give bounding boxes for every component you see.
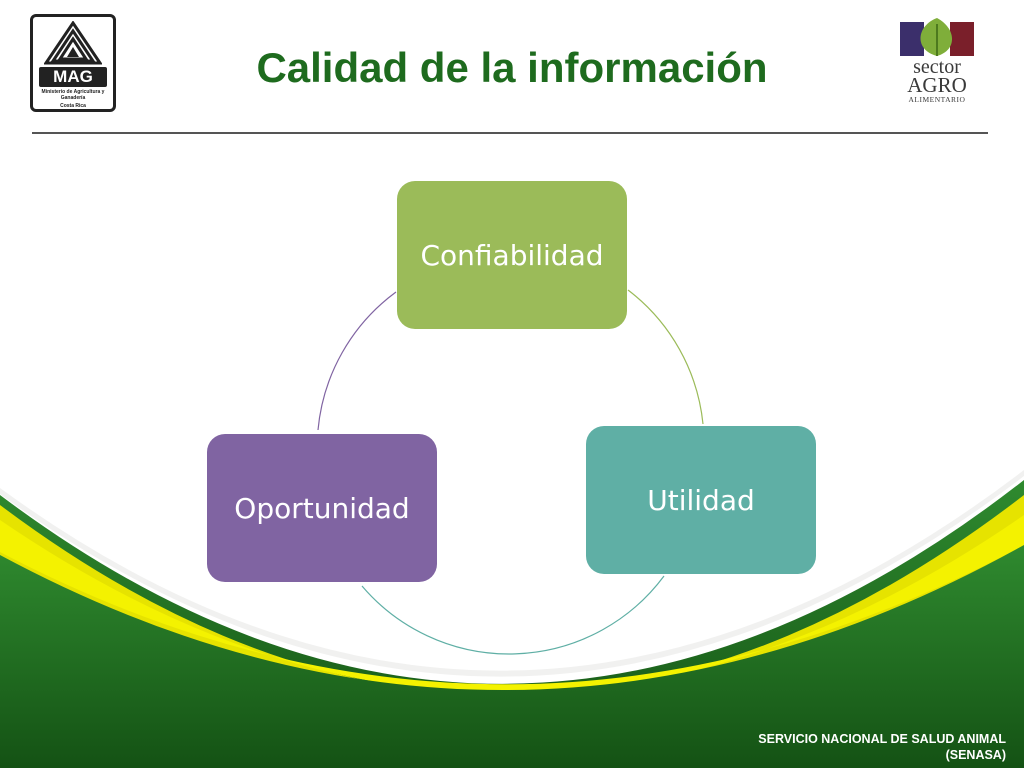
sector-agro-line-3: ALIMENTARIO <box>908 95 966 104</box>
mag-logo: MAG Ministerio de Agricultura y Ganaderí… <box>30 14 116 112</box>
node-oportunidad: Oportunidad <box>207 434 437 582</box>
slide-title: Calidad de la información <box>256 44 768 91</box>
node-utilidad: Utilidad <box>586 426 816 574</box>
connector-utilidad-oportunidad <box>361 575 665 655</box>
footer-line-1: SERVICIO NACIONAL DE SALUD ANIMAL <box>758 732 1006 746</box>
connector-confiabilidad-utilidad <box>627 289 704 425</box>
footer-organization: SERVICIO NACIONAL DE SALUD ANIMAL (SENAS… <box>758 731 1006 763</box>
connector-oportunidad-confiabilidad <box>317 291 397 431</box>
sector-agro-line-2: AGRO <box>907 73 967 97</box>
title-divider <box>32 132 988 134</box>
footer-line-2: (SENASA) <box>945 748 1006 762</box>
leaf-icon <box>900 18 974 56</box>
mag-logo-subtitle-1: Ministerio de Agricultura y Ganadería <box>41 89 105 101</box>
mag-logo-name: MAG <box>39 67 107 87</box>
mag-logo-subtitle-2: Costa Rica <box>60 103 86 109</box>
sector-agro-logo: sector AGRO ALIMENTARIO <box>898 16 976 112</box>
sector-agro-line-1: sector <box>913 56 961 78</box>
mag-emblem-icon <box>44 21 102 65</box>
node-confiabilidad: Confiabilidad <box>397 181 627 329</box>
